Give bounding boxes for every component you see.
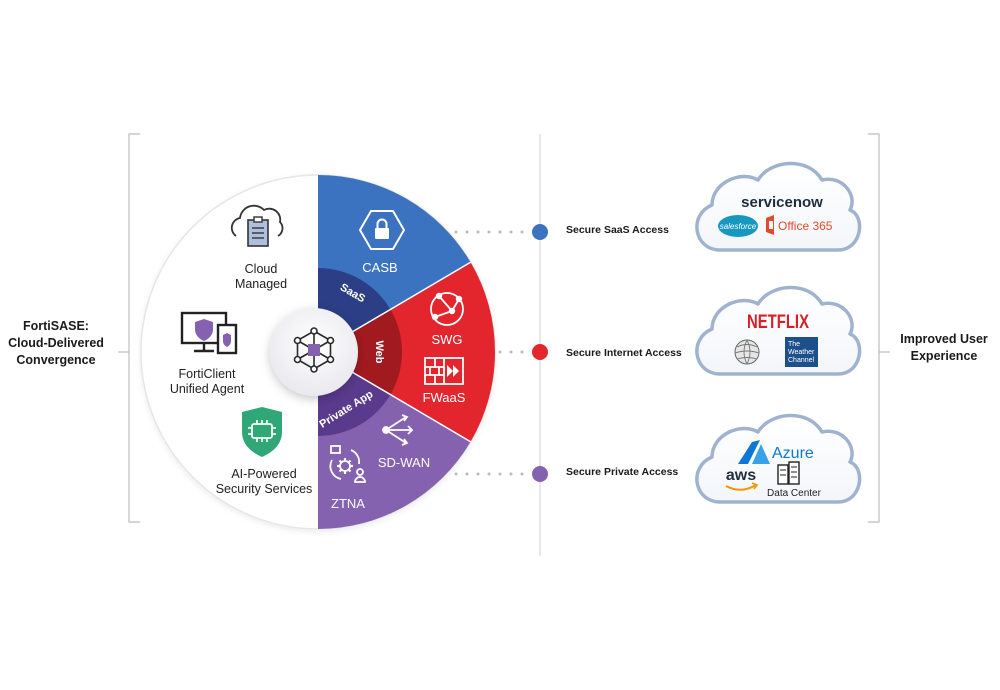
right-bracket [868, 133, 890, 523]
internet-access-dot [532, 344, 548, 360]
private-access-label: Secure Private Access [566, 466, 678, 478]
feature-cloud-line1: Cloud [245, 262, 278, 276]
left-label-line1: FortiSASE: [23, 319, 89, 333]
office365-logo: Office 365 [766, 215, 833, 235]
sdwan-label: SD-WAN [378, 455, 430, 470]
feature-forticlient-line2: Unified Agent [170, 382, 245, 396]
ztna-label: ZTNA [331, 496, 365, 511]
netflix-logo: NETFLIX [747, 312, 809, 333]
azure-logo: Azure [738, 440, 814, 464]
web-ring [318, 309, 403, 395]
weather-line3: Channel [788, 357, 815, 364]
left-label-line3: Convergence [16, 353, 96, 367]
left-label-line2: Cloud-Delivered [8, 336, 104, 350]
feature-cloud-line2: Managed [235, 277, 287, 291]
feature-ai-line1: AI-Powered [231, 467, 296, 481]
lock-icon [359, 210, 405, 250]
right-label-line1: Improved User [900, 332, 988, 346]
aws-text: aws [726, 467, 756, 484]
web-segment [318, 262, 496, 442]
datacenter-icon [777, 461, 800, 485]
branch-icon [382, 414, 414, 446]
wikipedia-globe-icon [734, 339, 760, 365]
azure-text: Azure [772, 445, 814, 462]
private-access-dot [532, 466, 548, 482]
connector-dots [454, 230, 524, 476]
datacenter-text: Data Center [767, 488, 822, 499]
right-label-line2: Experience [910, 349, 978, 363]
hub-network-icon [293, 327, 335, 373]
aws-logo: aws [725, 467, 759, 491]
casb-label: CASB [362, 260, 397, 275]
internet-access-label: Secure Internet Access [566, 347, 682, 359]
globe-icon [430, 292, 464, 326]
left-bracket [118, 133, 140, 523]
left-bracket-label: FortiSASE: Cloud-Delivered Convergence [0, 318, 112, 369]
right-bracket-label: Improved User Experience [888, 331, 1000, 365]
office365-text: Office 365 [778, 219, 833, 233]
firewall-icon [424, 357, 464, 385]
swg-label: SWG [431, 332, 462, 347]
weather-channel-logo: The Weather Channel [785, 337, 818, 367]
private-cloud [695, 413, 862, 504]
monitor-shield-icon [180, 311, 238, 355]
chip-shield-icon [242, 407, 282, 457]
feature-forticlient-line1: FortiClient [179, 367, 236, 381]
saas-access-label: Secure SaaS Access [566, 224, 669, 236]
ztna-gear-icon [329, 445, 366, 483]
salesforce-logo: salesforce [718, 215, 758, 237]
feature-ai-line2: Security Services [216, 482, 313, 496]
saas-access-dot [532, 224, 548, 240]
servicenow-logo: servicenow [741, 194, 823, 211]
weather-line2: Weather [788, 349, 815, 356]
ring-label-web: Web [373, 340, 385, 363]
cloud-clipboard-icon [230, 204, 284, 247]
salesforce-text: salesforce [720, 222, 757, 231]
weather-line1: The [788, 341, 800, 348]
fwaas-label: FWaaS [423, 390, 466, 405]
